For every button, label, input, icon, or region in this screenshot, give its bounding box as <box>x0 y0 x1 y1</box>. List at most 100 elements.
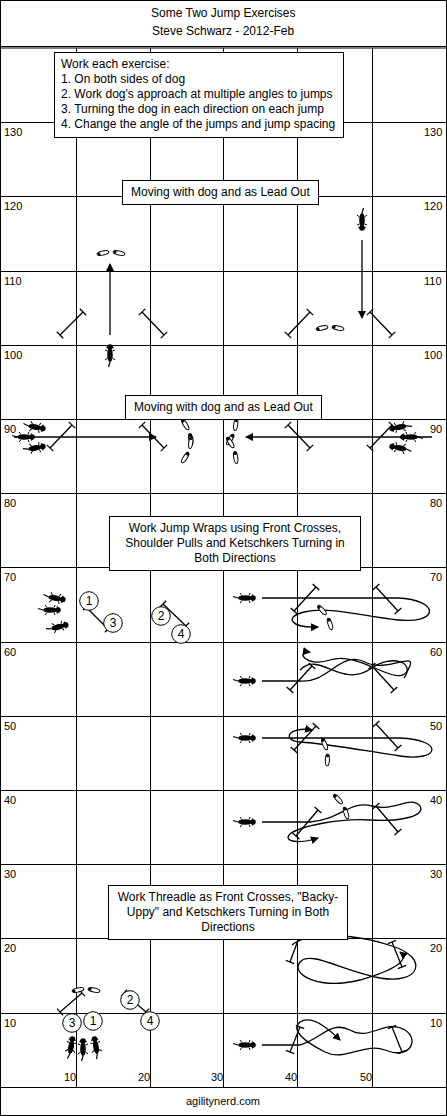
stroke <box>88 987 101 993</box>
grid-coordinate: 80 <box>4 497 16 510</box>
instruction-line: 1. On both sides of dog <box>61 72 335 87</box>
dog-icon <box>233 733 256 743</box>
stroke <box>42 447 44 450</box>
stroke <box>332 325 335 328</box>
grid-coordinate: 120 <box>424 200 442 213</box>
callout-number: 3 <box>62 1013 82 1033</box>
stroke <box>249 825 250 828</box>
jump-symbol <box>287 663 316 693</box>
stroke <box>249 593 250 596</box>
stroke <box>332 793 343 805</box>
stroke <box>225 436 235 448</box>
stroke <box>73 1050 76 1052</box>
grid <box>0 47 447 1088</box>
stroke <box>359 227 362 229</box>
dog-path <box>300 661 407 678</box>
stroke <box>92 1050 95 1052</box>
stroke <box>63 628 65 631</box>
stroke <box>388 940 396 943</box>
stroke <box>231 434 235 438</box>
grid-coordinate: 10 <box>430 1017 442 1030</box>
stroke <box>69 1038 72 1040</box>
circle-outline <box>104 614 123 633</box>
grid-coordinate: 60 <box>430 646 442 659</box>
stroke <box>39 423 40 426</box>
stroke <box>252 823 254 826</box>
stroke <box>359 225 365 231</box>
stroke <box>313 723 320 729</box>
stroke <box>393 444 408 452</box>
stroke <box>309 663 316 669</box>
dog-icon <box>22 420 46 434</box>
stroke <box>398 965 406 968</box>
stroke <box>86 1044 89 1045</box>
grid-coordinate: 80 <box>430 497 442 510</box>
stroke <box>395 829 402 835</box>
stroke <box>325 754 329 766</box>
grid-coordinate: 50 <box>430 720 442 733</box>
stroke <box>58 601 59 604</box>
stroke <box>61 600 63 603</box>
stroke <box>240 593 242 596</box>
handler-feet <box>72 987 101 993</box>
grid-coordinate: 40 <box>430 794 442 807</box>
stroke <box>142 312 164 335</box>
direction-arrow <box>109 264 110 335</box>
jump-symbol <box>57 309 86 338</box>
stroke <box>372 666 394 690</box>
stroke <box>233 737 238 739</box>
stroke <box>252 735 254 738</box>
stroke <box>139 309 146 315</box>
dog-icon <box>38 605 61 615</box>
stroke <box>388 1025 396 1028</box>
grid-coordinate: 130 <box>424 126 442 139</box>
stroke <box>238 678 252 684</box>
callout-circle: 4 <box>171 624 191 644</box>
stroke <box>317 605 321 609</box>
stroke <box>69 422 76 428</box>
stroke <box>395 745 402 751</box>
stroke <box>41 429 43 432</box>
stroke <box>73 1038 76 1040</box>
circle-outline <box>152 607 171 626</box>
stroke <box>88 987 91 990</box>
grid-coordinate: 30 <box>211 1071 223 1084</box>
stroke <box>250 595 256 601</box>
section-label-box: Work Threadle as Front Crosses, "Backy-U… <box>108 885 348 940</box>
instruction-line: Work each exercise: <box>61 57 335 72</box>
stroke <box>41 443 43 446</box>
stroke <box>404 434 418 440</box>
stroke <box>391 425 393 428</box>
stroke <box>49 600 51 603</box>
circle-outline <box>80 592 99 611</box>
stroke <box>396 442 397 445</box>
grid-coordinate: 130 <box>4 126 22 139</box>
stroke <box>95 1038 98 1040</box>
stroke <box>370 312 392 335</box>
dog-icon <box>388 441 412 455</box>
stroke <box>240 684 242 687</box>
stroke <box>86 1052 89 1054</box>
callout-number: 2 <box>151 606 171 626</box>
grid-coordinate: 40 <box>4 794 16 807</box>
stroke <box>238 735 252 741</box>
stroke <box>296 1025 304 1028</box>
stroke <box>98 1041 101 1042</box>
stroke <box>60 993 82 1012</box>
stroke <box>113 350 116 351</box>
stroke <box>389 425 395 431</box>
stroke <box>19 440 21 443</box>
dog-icon <box>400 432 423 442</box>
direction-arrow <box>14 436 156 437</box>
callout-number: 4 <box>140 1011 160 1031</box>
stroke <box>363 227 366 229</box>
dog-icon <box>233 593 256 603</box>
stroke <box>54 613 55 616</box>
grid-coordinate: 50 <box>360 1071 372 1084</box>
stroke <box>249 1048 250 1051</box>
grid-coordinate: 90 <box>430 423 442 436</box>
stroke <box>373 721 380 727</box>
stroke <box>99 1049 102 1051</box>
dog-icon <box>64 1035 78 1059</box>
stroke <box>69 1036 75 1042</box>
